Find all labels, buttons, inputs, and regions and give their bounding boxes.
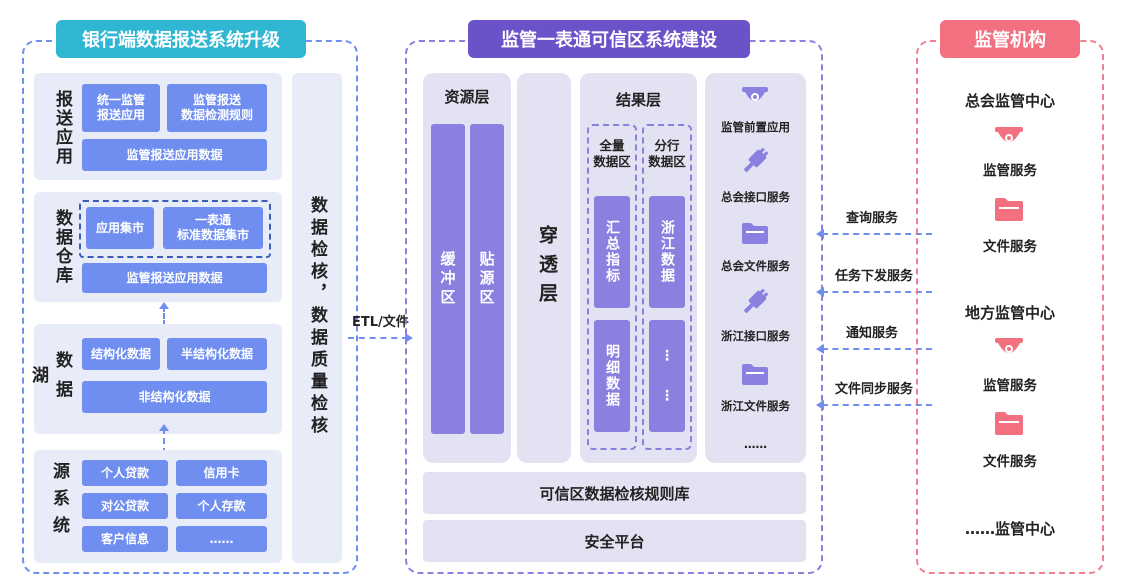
semi-structured-data-button[interactable]: 半结构化数据 [167,338,267,370]
hq-supervision-service-label: 监管服务 [983,163,1037,179]
local-supervision-service-label: 监管服务 [983,378,1037,394]
report-app-label: 报送应用 [52,90,72,166]
detail-data-bar[interactable]: 明细数据 [594,320,630,432]
source-zone-bar[interactable]: 贴源区 [470,124,504,434]
bank-system-title: 银行端数据报送系统升级 [56,20,306,58]
source-label: 源系统 [49,462,69,543]
folder-icon [741,221,769,245]
arrow-head [816,344,824,354]
query-service-label: 查询服务 [846,211,899,226]
service-label-front-app: 监管前置应用 [721,120,790,134]
warehouse-label: 数据仓库 [52,209,72,285]
arrow-head [159,424,169,431]
result-layer-title: 结果层 [615,91,661,109]
file-sync-arrow [822,404,932,406]
notify-service-label: 通知服务 [846,326,899,341]
trusted-zone-rules-library[interactable]: 可信区数据检核规则库 [423,472,806,514]
local-center-label: 地方监管中心 [964,304,1055,322]
corporate-loan-button[interactable]: 对公贷款 [82,493,168,519]
branch-data-zone-label: 分行 数据区 [648,138,686,169]
camera-icon [994,337,1024,361]
service-label-hq-api: 总会接口服务 [721,190,790,204]
unstructured-data-button[interactable]: 非结构化数据 [82,381,267,413]
quality-check-column [292,73,342,563]
service-label-zj-api: 浙江接口服务 [721,329,790,343]
task-dispatch-label: 任务下发服务 [835,269,914,284]
summary-indicator-bar[interactable]: 汇总指标 [594,196,630,308]
service-label-zj-file: 浙江文件服务 [721,399,790,413]
personal-deposit-button[interactable]: 个人存款 [176,493,267,519]
trusted-zone-title: 监管一表通可信区系统建设 [468,20,750,58]
app-mart-button[interactable]: 应用集市 [86,207,154,249]
file-sync-label: 文件同步服务 [835,382,914,397]
arrow-head [816,229,824,239]
service-label-more: …… [744,437,767,451]
warehouse-report-data-button[interactable]: 监管报送应用数据 [82,263,267,293]
resource-layer-title: 资源层 [444,88,490,106]
source-to-lake-arrow [163,428,165,454]
personal-loan-button[interactable]: 个人贷款 [82,460,168,486]
camera-icon [741,86,769,108]
more-sources-button[interactable]: …… [176,526,267,552]
unified-report-app-button[interactable]: 统一监管 报送应用 [82,84,160,132]
service-label-hq-file: 总会文件服务 [721,259,790,273]
hq-file-service-label: 文件服务 [983,239,1037,255]
buffer-zone-bar[interactable]: 缓冲区 [431,124,465,434]
penetration-layer-label: 穿透层 [536,224,558,312]
plug-icon [740,287,770,317]
camera-icon [994,126,1024,150]
hq-center-label: 总会监管中心 [964,92,1055,110]
zhejiang-data-bar[interactable]: 浙江数据 [649,196,685,308]
lake-label: 数据湖 [28,351,72,409]
notify-arrow [822,348,932,350]
folder-icon [994,410,1024,436]
task-arrow [822,291,932,293]
branch-data-zone [642,124,692,450]
mart-dashed-group [79,200,271,258]
report-app-data-button[interactable]: 监管报送应用数据 [82,139,267,171]
other-center-label: ……监管中心 [964,520,1055,538]
arrow-head [816,400,824,410]
folder-icon [741,362,769,386]
security-platform[interactable]: 安全平台 [423,520,806,562]
credit-card-button[interactable]: 信用卡 [176,460,267,486]
lake-to-warehouse-arrow [163,306,165,326]
plug-icon [740,146,770,176]
arrow-head [816,287,824,297]
local-file-service-label: 文件服务 [983,454,1037,470]
folder-icon [994,196,1024,222]
full-data-zone-label: 全量 数据区 [593,138,631,169]
quality-check-label: 数据检核，数据质量检核 [307,196,327,438]
arrow-head [159,302,169,309]
full-data-zone [587,124,637,450]
etl-arrow-line [348,337,408,339]
query-arrow [822,233,932,235]
more-branch-data-bar[interactable]: ⋮⋮ [649,320,685,432]
report-detection-rules-button[interactable]: 监管报送 数据检测规则 [167,84,267,132]
regulator-title: 监管机构 [940,20,1080,58]
structured-data-button[interactable]: 结构化数据 [82,338,160,370]
etl-label: ETL/文件 [352,315,409,330]
services-panel [705,73,806,463]
etl-arrow-head [405,333,413,343]
customer-info-button[interactable]: 客户信息 [82,526,168,552]
penetration-layer-panel [517,73,571,463]
standard-mart-button[interactable]: 一表通 标准数据集市 [163,207,263,249]
